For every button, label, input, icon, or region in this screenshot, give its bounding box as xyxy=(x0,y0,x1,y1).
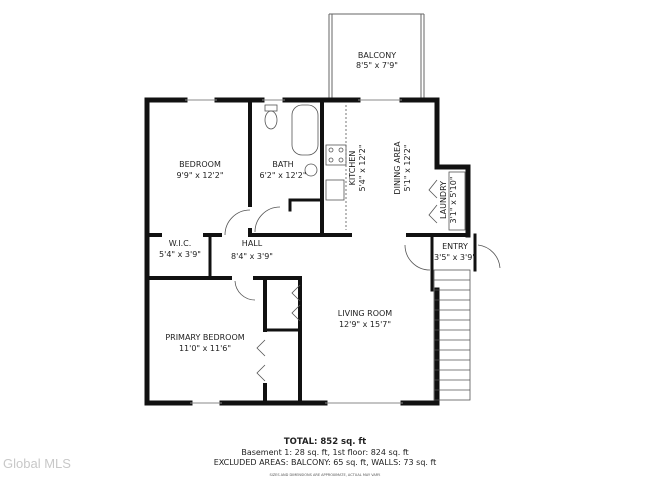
laundry-name: LAUNDRY xyxy=(439,181,448,219)
living-dims: 12'9" x 15'7" xyxy=(339,320,391,329)
kitchen-name: KITCHEN xyxy=(348,151,357,186)
excluded-areas: EXCLUDED AREAS: BALCONY: 65 sq. ft, WALL… xyxy=(213,458,437,467)
floor-areas: Basement 1: 28 sq. ft, 1st floor: 824 sq… xyxy=(241,448,409,457)
windows xyxy=(185,99,403,404)
wic-dims: 5'4" x 3'9" xyxy=(159,250,201,259)
hall-name: HALL xyxy=(242,239,263,248)
room-labels: BALCONY 8'5" x 7'9" BEDROOM 9'9" x 12'2"… xyxy=(159,51,476,353)
entry-dims: 3'5" x 3'9" xyxy=(434,253,476,262)
stair-treads xyxy=(434,279,470,391)
dining-name: DINING AREA xyxy=(393,141,402,195)
total-area: TOTAL: 852 sq. ft xyxy=(283,437,367,447)
primary-dims: 11'0" x 11'6" xyxy=(179,344,231,353)
disclaimer: SIZES AND DIMENSIONS ARE APPROXIMATE, AC… xyxy=(269,473,381,477)
wic-name: W.I.C. xyxy=(169,239,192,248)
bath-dims: 6'2" x 12'2" xyxy=(259,171,306,180)
kitchen-dims: 5'4" x 12'2" xyxy=(358,144,367,191)
walls xyxy=(144,97,477,406)
balcony-name: BALCONY xyxy=(358,51,396,60)
fixtures xyxy=(224,104,501,401)
dining-dims: 5'1" x 12'2" xyxy=(403,144,412,191)
balcony xyxy=(328,13,425,100)
bedroom-dims: 9'9" x 12'2" xyxy=(176,171,223,180)
entry-name: ENTRY xyxy=(442,242,468,251)
watermark-logo: Global MLS xyxy=(3,456,71,471)
bedroom-name: BEDROOM xyxy=(179,160,221,169)
hall-dims: 8'4" x 3'9" xyxy=(231,252,273,261)
laundry-dims: 3'1" x 5'10" xyxy=(449,176,458,223)
balcony-dims: 8'5" x 7'9" xyxy=(356,61,398,70)
primary-name: PRIMARY BEDROOM xyxy=(165,333,244,342)
living-name: LIVING ROOM xyxy=(338,309,393,318)
bath-name: BATH xyxy=(272,160,293,169)
